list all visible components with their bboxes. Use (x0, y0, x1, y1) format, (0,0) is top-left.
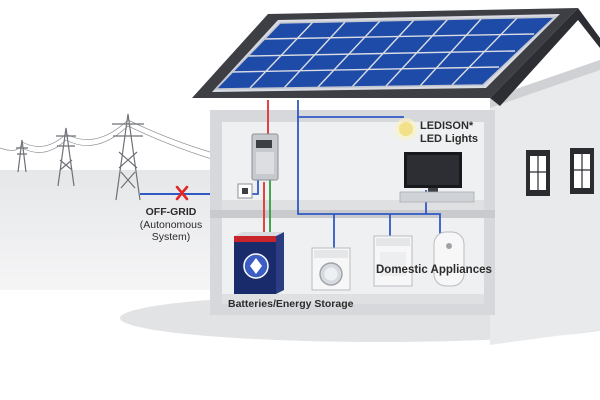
led-lights-title: LEDISON* (420, 120, 474, 132)
power-pylon-icon (16, 113, 144, 201)
red-x-icon (175, 185, 189, 201)
off-grid-label: OFF-GRID (Autonomous System) (130, 206, 212, 244)
off-grid-subtitle-line2: System) (151, 231, 191, 243)
wiring (244, 100, 441, 248)
washing-machine (311, 247, 351, 291)
junction-box (237, 183, 253, 199)
domestic-appliances-label: Domestic Appliances (376, 264, 492, 276)
side-window (526, 150, 550, 196)
television (399, 152, 475, 203)
solar-panel (212, 14, 560, 92)
house-side-wall (490, 60, 600, 345)
water-heater (433, 231, 465, 287)
inverter (251, 133, 279, 181)
light-bulb-icon (395, 118, 417, 140)
led-lights-label: LEDISON* LED Lights (420, 120, 478, 146)
batteries-label: Batteries/Energy Storage (228, 298, 354, 310)
battery-unit (234, 232, 284, 294)
side-window (570, 148, 594, 194)
off-grid-subtitle-line1: (Autonomous (139, 218, 203, 231)
dryer (373, 235, 413, 287)
led-lights-subtitle: LED Lights (420, 133, 479, 145)
